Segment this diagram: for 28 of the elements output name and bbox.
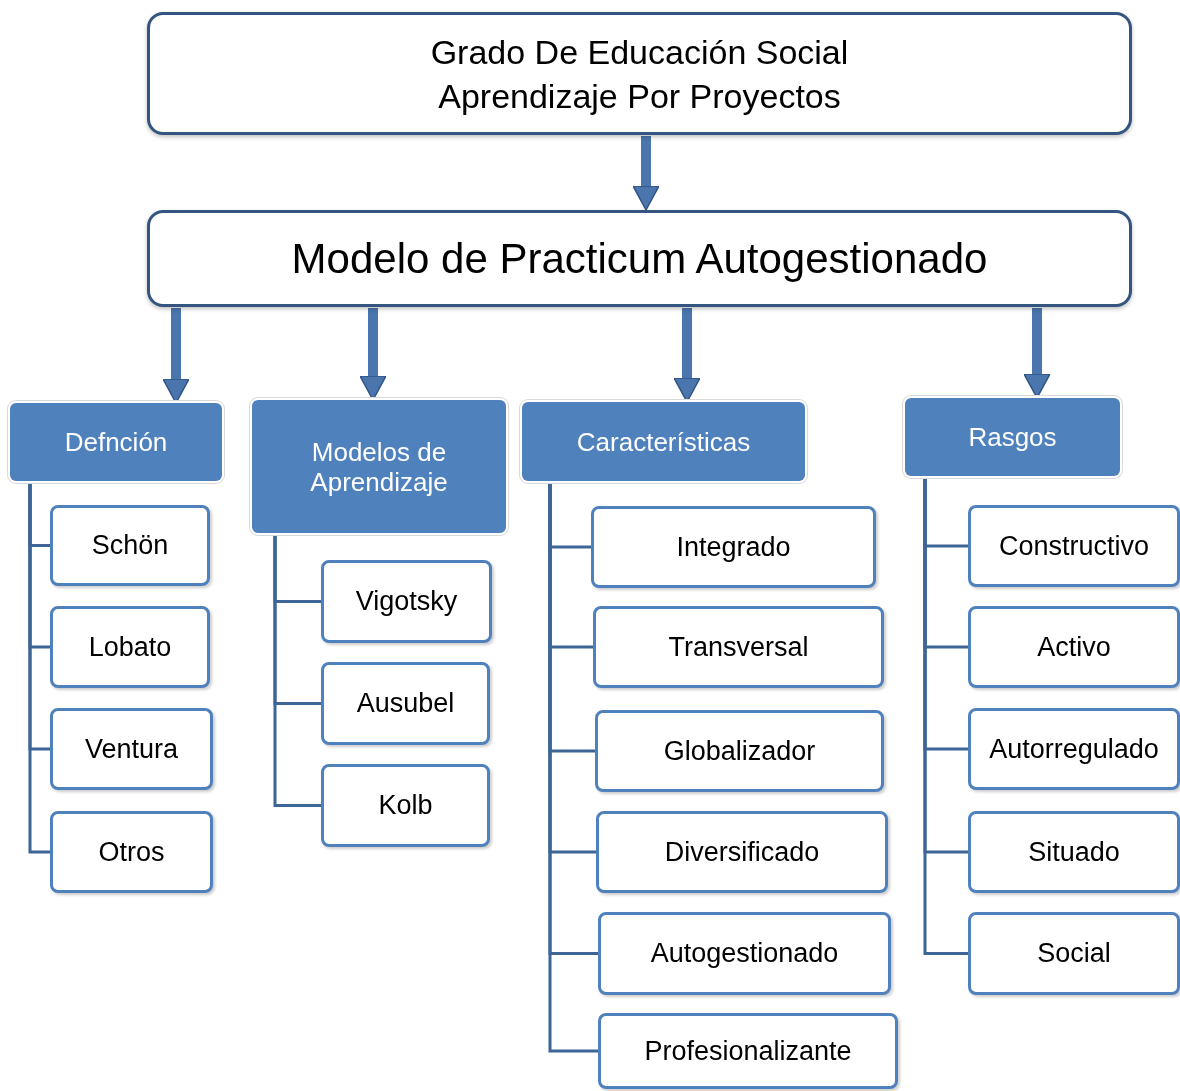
item-box: Social	[968, 912, 1180, 995]
item-box: Schön	[50, 505, 210, 586]
category-header: Defnción	[10, 403, 222, 481]
item-box: Lobato	[50, 606, 210, 688]
item-box: Autorregulado	[968, 708, 1180, 790]
item-box: Situado	[968, 811, 1180, 893]
item-box: Constructivo	[968, 505, 1180, 587]
title-box: Grado De Educación Social Aprendizaje Por Proyectos	[147, 12, 1132, 135]
item-box: Vigotsky	[321, 560, 492, 643]
connector-line	[273, 533, 321, 807]
item-box: Ausubel	[321, 662, 490, 745]
item-box: Profesionalizante	[598, 1013, 898, 1089]
item-box: Globalizador	[595, 710, 884, 792]
item-box: Transversal	[593, 606, 884, 688]
model-box: Modelo de Practicum Autogestionado	[147, 210, 1132, 307]
item-box: Activo	[968, 606, 1180, 688]
item-box: Otros	[50, 811, 213, 893]
item-box: Kolb	[321, 764, 490, 847]
connector-line	[923, 476, 968, 955]
category-header: Características	[522, 402, 805, 481]
item-box: Ventura	[50, 708, 213, 790]
item-box: Integrado	[591, 506, 876, 588]
category-header: Modelos de Aprendizaje	[252, 400, 506, 533]
item-box: Autogestionado	[598, 912, 891, 995]
item-box: Diversificado	[596, 811, 888, 893]
block-arrow	[632, 136, 660, 211]
category-header: Rasgos	[905, 398, 1120, 476]
connector-line	[28, 481, 50, 854]
